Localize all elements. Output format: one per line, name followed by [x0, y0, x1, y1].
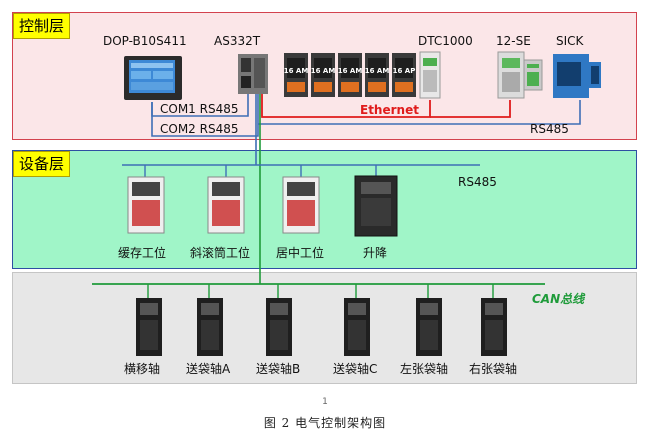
rs485-bus-label: RS485 [458, 175, 497, 189]
drive-2-label: 斜滚筒工位 [190, 246, 251, 260]
page-number: 1 [322, 397, 328, 407]
can-bus-label: CAN总线 [532, 292, 585, 306]
figure-caption: 图 2 电气控制架构图 [263, 416, 387, 430]
dtc-label: DTC1000 [418, 34, 473, 48]
control-layer-tag: 控制层 [13, 13, 71, 39]
device-layer-tag: 设备层 [13, 151, 71, 177]
com1-label: COM1 RS485 [160, 102, 239, 116]
rs485-sick-label: RS485 [530, 122, 569, 136]
servo-6 [481, 298, 507, 356]
plc-module-1-label: 16 AM [284, 67, 309, 75]
drive-4-label: 升降 [363, 246, 388, 260]
servo-6-label: 右张袋轴 [469, 362, 518, 376]
sick-label: SICK [556, 34, 584, 48]
plc-module-2 [311, 53, 335, 97]
remote-io-module [497, 51, 543, 99]
servo-3 [266, 298, 292, 356]
actuator-layer-panel [12, 272, 637, 384]
plc-cpu [238, 54, 268, 94]
drive-1-label: 缓存工位 [118, 246, 167, 260]
servo-1 [136, 298, 162, 356]
drive-3 [282, 176, 320, 234]
plc-module-2-label: 16 AM [311, 67, 336, 75]
plc-module-4-label: 16 AM [365, 67, 390, 75]
ethernet-line-2 [430, 100, 511, 118]
hmi-device [124, 56, 182, 100]
servo-2 [197, 298, 223, 356]
sick-sensor [553, 54, 601, 98]
drive-2 [207, 176, 245, 234]
dtc-module [419, 51, 441, 99]
drive-4 [354, 175, 398, 237]
com2-label: COM2 RS485 [160, 122, 239, 136]
plc-module-4 [365, 53, 389, 97]
servo-2-label: 送袋轴A [186, 362, 231, 376]
plc-module-1 [284, 53, 308, 97]
drive-1 [127, 176, 165, 234]
servo-4 [344, 298, 370, 356]
plc-module-3-label: 16 AM [338, 67, 363, 75]
plc-module-5-label: 16 AP [393, 67, 416, 75]
servo-3-label: 送袋轴B [256, 362, 301, 376]
servo-1-label: 横移轴 [124, 362, 161, 376]
drive-3-label: 居中工位 [276, 246, 325, 260]
servo-4-label: 送袋轴C [333, 362, 378, 376]
plc-module-5 [392, 53, 416, 97]
device-layer-panel: 设备层 [12, 150, 637, 269]
ethernet-line [261, 92, 431, 118]
remote-io-label: 12-SE [496, 34, 531, 48]
plc-module-3 [338, 53, 362, 97]
hmi-label: DOP-B10S411 [103, 34, 187, 48]
servo-5 [416, 298, 442, 356]
com2-line [151, 92, 259, 137]
servo-5-label: 左张袋轴 [400, 362, 449, 376]
plc-label: AS332T [214, 34, 261, 48]
rs485-sick-line [258, 100, 581, 125]
ethernet-label: Ethernet [360, 103, 419, 117]
